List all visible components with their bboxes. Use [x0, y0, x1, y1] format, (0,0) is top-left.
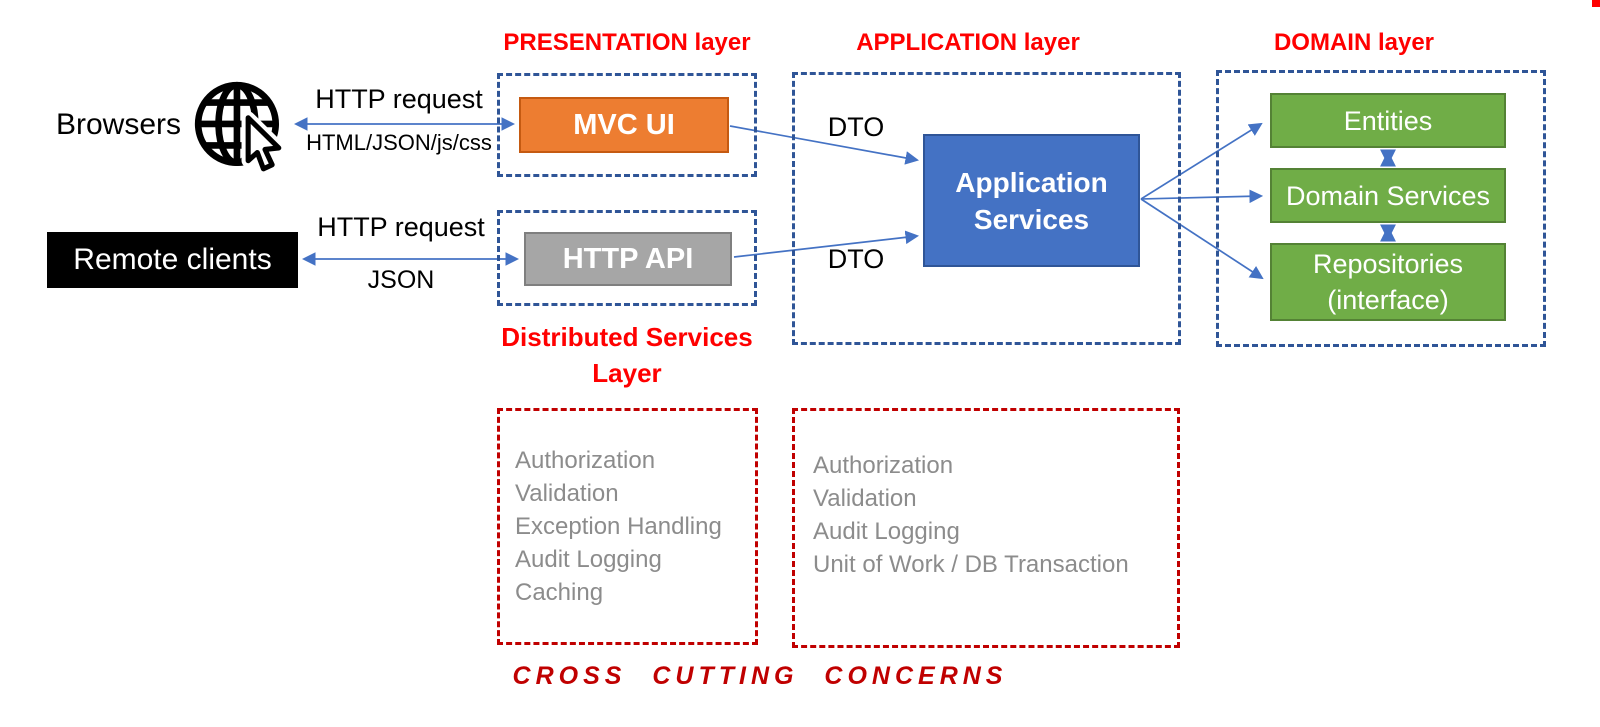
- domain-services-label: Domain Services: [1285, 180, 1491, 211]
- presentation-concerns-list: Authorization Validation Exception Handl…: [515, 444, 722, 609]
- entities-box: Entities: [1270, 93, 1506, 148]
- http-api-box: HTTP API: [524, 232, 732, 286]
- application-services-box: Application Services: [923, 134, 1140, 267]
- application-concerns-box: [792, 408, 1180, 648]
- distributed-services-layer-line1: Distributed Services: [501, 322, 753, 352]
- entities-label: Entities: [1343, 105, 1433, 136]
- domain-layer-title: DOMAIN layer: [1273, 29, 1435, 56]
- list-item: Audit Logging: [813, 518, 960, 545]
- http-request-remote-label: HTTP request: [317, 212, 485, 242]
- browsers-label: Browsers: [56, 108, 182, 141]
- list-item: Authorization: [515, 447, 656, 474]
- http-request-browser-label: HTTP request: [315, 84, 483, 114]
- repositories-label-line2: (interface): [1327, 285, 1449, 315]
- list-item: Exception Handling: [515, 513, 722, 540]
- list-item: Caching: [515, 579, 604, 606]
- distributed-services-layer-box: [497, 210, 757, 306]
- remote-clients-box: Remote clients: [47, 232, 298, 288]
- list-item: Validation: [515, 480, 619, 507]
- list-item: Authorization: [813, 452, 954, 479]
- repositories-box: Repositories (interface): [1270, 243, 1506, 321]
- application-layer-box: [792, 72, 1181, 345]
- globe-cursor-icon: [194, 81, 286, 176]
- application-concerns-list: Authorization Validation Audit Logging U…: [813, 449, 1129, 581]
- http-response-browser-label: HTML/JSON/js/css: [306, 130, 492, 155]
- json-remote-label: JSON: [367, 266, 435, 294]
- presentation-layer-title: PRESENTATION layer: [503, 29, 751, 56]
- application-services-label: Application Services: [955, 166, 1108, 235]
- list-item: Validation: [813, 485, 917, 512]
- http-api-label: HTTP API: [562, 242, 694, 275]
- dto-mvc-label: DTO: [827, 112, 885, 142]
- presentation-concerns-box: [497, 408, 758, 645]
- application-layer-title: APPLICATION layer: [856, 29, 1080, 56]
- cross-cutting-concerns-title: CROSS CUTTING CONCERNS: [512, 662, 1008, 690]
- list-item: Audit Logging: [515, 546, 662, 573]
- corner-artifact: [1592, 0, 1600, 7]
- presentation-layer-box: [497, 73, 757, 177]
- mvc-ui-box: MVC UI: [519, 97, 729, 153]
- dto-api-label: DTO: [827, 244, 885, 274]
- domain-layer-box: [1216, 70, 1546, 347]
- domain-services-box: Domain Services: [1270, 168, 1506, 223]
- distributed-services-layer-line2: Layer: [592, 358, 662, 388]
- repositories-label-line1: Repositories: [1312, 249, 1464, 279]
- distributed-services-layer-title: Distributed Services Layer: [497, 319, 757, 391]
- remote-clients-label: Remote clients: [73, 243, 272, 276]
- list-item: Unit of Work / DB Transaction: [813, 551, 1129, 578]
- mvc-ui-label: MVC UI: [573, 108, 675, 141]
